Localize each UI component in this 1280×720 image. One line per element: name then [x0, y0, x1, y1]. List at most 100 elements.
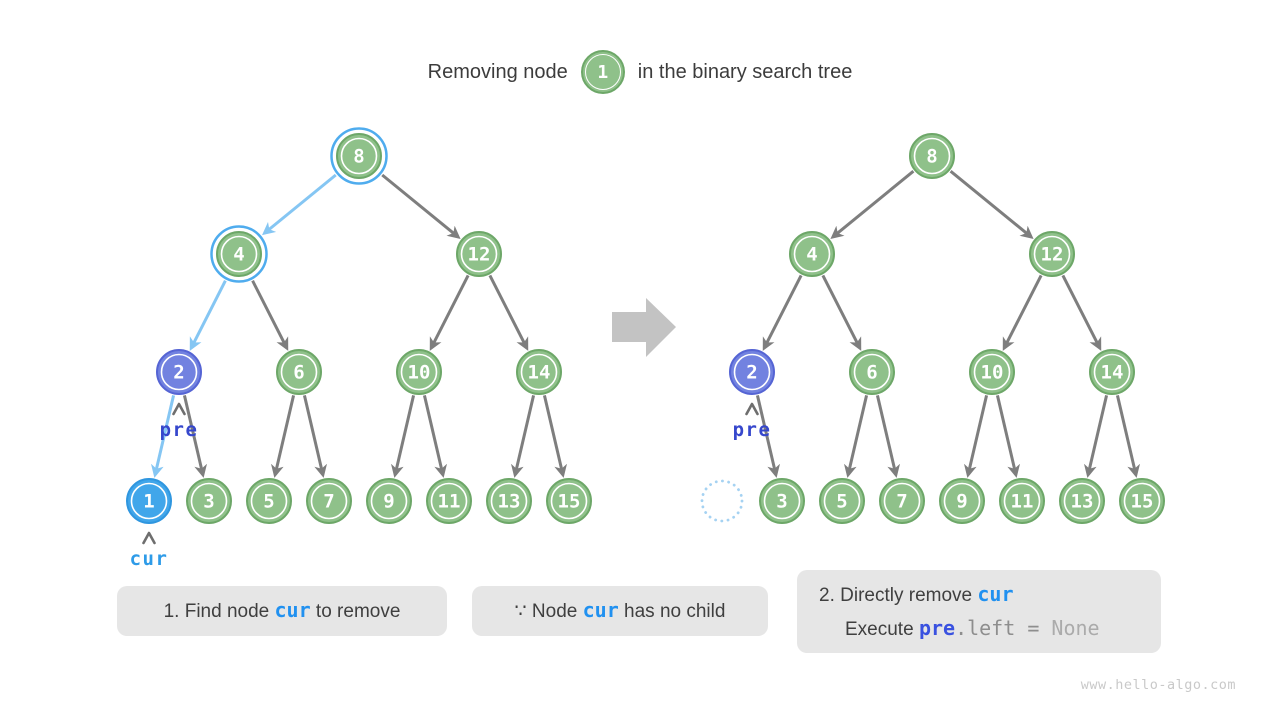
svg-text:10: 10 — [981, 362, 1004, 384]
tree-edge-14-13 — [510, 395, 536, 478]
caption-segment: 2. Directly remove — [819, 584, 978, 606]
caption-box-1: 1. Find node cur to remove — [117, 586, 447, 636]
watermark: www.hello-algo.com — [1080, 677, 1236, 693]
title-suffix: in the binary search tree — [637, 60, 853, 83]
caption-box-2: ∵ Node cur has no child — [472, 586, 768, 636]
tree-node-left-14: 14 — [516, 349, 562, 395]
caption-segment: has no child — [618, 601, 726, 622]
transition-arrow-icon — [612, 298, 676, 357]
svg-text:9: 9 — [956, 491, 967, 513]
removed-node-ghost — [700, 479, 744, 523]
caption-segment: = — [1015, 615, 1052, 640]
tree-edge-8-12 — [381, 173, 461, 239]
svg-text:2: 2 — [746, 362, 757, 384]
title-node-value: 1 — [597, 61, 609, 83]
svg-text:13: 13 — [1071, 491, 1094, 513]
svg-text:4: 4 — [233, 244, 244, 266]
svg-text:12: 12 — [1041, 244, 1064, 266]
svg-text:14: 14 — [1101, 362, 1124, 384]
tree-edge-8-4 — [262, 173, 337, 236]
tree-node-right-11: 11 — [999, 478, 1045, 524]
svg-text:3: 3 — [203, 491, 214, 513]
caption-segment: cur — [274, 598, 311, 622]
tree-edge-8-12 — [949, 170, 1034, 239]
tree-node-right-7: 7 — [879, 478, 925, 524]
pointer-pre-right: pre — [733, 402, 772, 441]
title-prefix: Removing node — [427, 60, 568, 83]
tree-node-left-7: 7 — [306, 478, 352, 524]
tree-node-right-12: 12 — [1029, 231, 1075, 277]
tree-node-right-6: 6 — [849, 349, 895, 395]
tree-node-left-9: 9 — [366, 478, 412, 524]
tree-edge-12-10 — [1002, 274, 1043, 351]
svg-text:12: 12 — [468, 244, 491, 266]
tree-node-left-3: 3 — [186, 478, 232, 524]
caption-segment: cur — [977, 581, 1014, 606]
figure-title: Removing node 1 in the binary search tre… — [0, 50, 1280, 94]
svg-text:6: 6 — [293, 362, 304, 384]
tree-edge-14-15 — [1115, 395, 1141, 478]
svg-text:7: 7 — [323, 491, 334, 513]
pointer-pre-left: pre — [160, 402, 199, 441]
svg-text:pre: pre — [160, 419, 199, 441]
tree-edge-8-4 — [830, 170, 915, 239]
tree-edge-12-10 — [429, 274, 470, 351]
svg-text:15: 15 — [1131, 491, 1154, 513]
tree-edge-4-6 — [821, 274, 862, 351]
caption-segment: to remove — [310, 601, 401, 622]
svg-text:pre: pre — [733, 419, 772, 441]
title-node-circle: 1 — [580, 50, 625, 94]
caption-segment: pre — [918, 615, 956, 640]
tree-edge-10-11 — [422, 395, 448, 478]
tree-edge-6-7 — [302, 395, 328, 478]
caption-segment: Execute — [845, 618, 919, 640]
tree-node-right-9: 9 — [939, 478, 985, 524]
svg-text:9: 9 — [383, 491, 394, 513]
tree-edge-4-2 — [189, 280, 227, 351]
svg-text:11: 11 — [438, 491, 461, 513]
tree-edge-6-7 — [875, 395, 901, 478]
svg-text:5: 5 — [836, 491, 847, 513]
tree-edge-10-9 — [390, 395, 416, 478]
tree-node-left-2: 2 — [156, 349, 202, 395]
caption-segment: ∵ Node — [514, 601, 583, 622]
tree-edge-14-13 — [1083, 395, 1109, 478]
caption-segment: .left — [955, 615, 1016, 640]
tree-node-right-4: 4 — [789, 231, 835, 277]
svg-text:10: 10 — [408, 362, 431, 384]
tree-node-left-8: 8 — [330, 127, 388, 185]
tree-node-left-13: 13 — [486, 478, 532, 524]
tree-node-left-5: 5 — [246, 478, 292, 524]
tree-node-right-3: 3 — [759, 478, 805, 524]
svg-text:8: 8 — [353, 146, 364, 168]
node-inner-ring-icon — [584, 54, 621, 90]
caption-line: 1. Find node cur to remove — [164, 594, 401, 628]
svg-text:13: 13 — [498, 491, 521, 513]
tree-node-right-15: 15 — [1119, 478, 1165, 524]
tree-edge-10-11 — [995, 395, 1021, 478]
tree-node-left-6: 6 — [276, 349, 322, 395]
svg-text:5: 5 — [263, 491, 274, 513]
caption-line: Execute pre.left = None — [845, 612, 1100, 646]
svg-text:6: 6 — [866, 362, 877, 384]
tree-edge-12-14 — [1061, 274, 1102, 351]
caption-segment: cur — [582, 598, 619, 622]
caption-segment: 1. Find node — [163, 601, 275, 622]
tree-node-left-10: 10 — [396, 349, 442, 395]
tree-node-left-4: 4 — [210, 225, 268, 283]
tree-node-left-12: 12 — [456, 231, 502, 277]
svg-text:3: 3 — [776, 491, 787, 513]
tree-edge-2-3 — [755, 395, 781, 478]
tree-node-left-15: 15 — [546, 478, 592, 524]
caption-line: ∵ Node cur has no child — [515, 594, 726, 628]
tree-node-right-10: 10 — [969, 349, 1015, 395]
tree-edge-6-5 — [270, 395, 296, 478]
tree-node-right-8: 8 — [909, 133, 955, 179]
svg-text:7: 7 — [896, 491, 907, 513]
tree-node-right-5: 5 — [819, 478, 865, 524]
tree-edge-12-14 — [488, 274, 529, 351]
svg-text:11: 11 — [1011, 491, 1034, 513]
svg-text:8: 8 — [926, 146, 937, 168]
